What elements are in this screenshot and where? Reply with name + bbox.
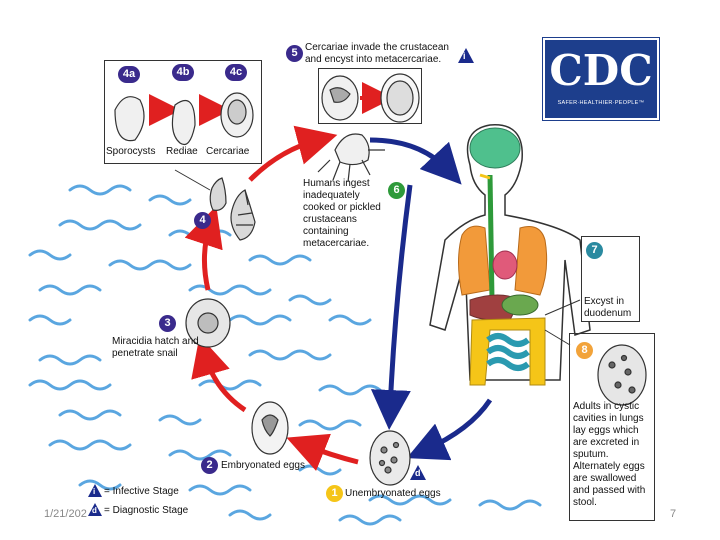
small-intestine xyxy=(486,333,530,371)
cdc-logo: CDC SAFER·HEALTHIER·PEOPLE™ xyxy=(543,38,659,120)
legend-infective-icon: i xyxy=(88,484,102,497)
step-4a-badge: 4a xyxy=(118,66,140,83)
slide-date: 1/21/202 xyxy=(44,508,87,520)
step-1-badge: 1 xyxy=(326,485,343,502)
step-4-badge: 4 xyxy=(194,212,211,229)
cdc-logo-text: CDC xyxy=(549,46,653,95)
arrow-1-to-2 xyxy=(286,433,359,471)
stomach xyxy=(501,294,539,316)
legend-diagnostic-icon: d xyxy=(88,503,102,516)
diagnostic-stage-marker-icon: d xyxy=(410,465,426,480)
step-4c-badge: 4c xyxy=(225,64,247,81)
right-lung xyxy=(514,226,548,296)
step-7-text: Excyst in duodenum xyxy=(584,296,632,319)
legend-diagnostic-text: = Diagnostic Stage xyxy=(104,505,189,516)
snail xyxy=(209,177,256,241)
step-3-badge: 3 xyxy=(159,315,176,332)
esophagus xyxy=(487,174,495,301)
step-1-text: Unembryonated eggs xyxy=(345,488,441,499)
step-8-badge: 8 xyxy=(576,342,593,359)
heart xyxy=(492,250,518,280)
step-2-badge: 2 xyxy=(201,457,218,474)
step-6-text: Humans ingest inadequately cooked or pic… xyxy=(303,178,381,249)
embryonated-egg xyxy=(251,401,289,455)
red-cycle-arrows xyxy=(184,125,359,471)
arrow-human-down xyxy=(370,184,413,430)
sporocysts-label: Sporocysts xyxy=(106,146,156,157)
metacercariae-panel xyxy=(318,68,422,124)
step-4b-badge: 4b xyxy=(172,64,194,81)
adult-fluke-image xyxy=(597,344,647,406)
step-6-badge: 6 xyxy=(388,182,405,199)
arrow-2-to-3 xyxy=(191,335,247,413)
arrow-3-to-4 xyxy=(184,206,223,291)
arrow-stool-to-eggs xyxy=(406,398,493,461)
rediae-label: Rediae xyxy=(166,146,198,157)
blue-arrows xyxy=(369,137,493,461)
large-intestine xyxy=(469,317,546,386)
throat-path xyxy=(479,173,491,180)
step-7-badge: 7 xyxy=(586,242,603,259)
legend-infective-text: = Infective Stage xyxy=(104,486,179,497)
adult-panel xyxy=(569,333,655,521)
crustacean xyxy=(317,133,385,183)
step-5-badge: 5 xyxy=(286,45,303,62)
step-5-text: Cercariae invade the crustacean and ency… xyxy=(305,42,449,65)
unembryonated-egg xyxy=(369,430,411,486)
left-lung xyxy=(458,225,491,296)
arrow-5-to-human xyxy=(369,137,462,185)
cercariae-label: Cercariae xyxy=(206,146,250,157)
snail-stage-images xyxy=(114,92,254,146)
cdc-logo-tagline: SAFER·HEALTHIER·PEOPLE™ xyxy=(557,100,645,106)
arrow-4-to-5 xyxy=(248,125,338,182)
slide-page-number: 7 xyxy=(670,508,677,520)
snail-stages-panel xyxy=(104,60,262,164)
step-3-text: Miracidia hatch and penetrate snail xyxy=(112,336,199,359)
step-8-text: Adults in cystic cavities in lungs lay e… xyxy=(573,401,646,508)
infective-stage-marker-icon: i xyxy=(458,48,474,63)
metacercaria-images xyxy=(321,73,420,123)
miracidium-egg xyxy=(185,298,231,348)
brain xyxy=(469,127,521,169)
step-2-text: Embryonated eggs xyxy=(221,460,305,471)
